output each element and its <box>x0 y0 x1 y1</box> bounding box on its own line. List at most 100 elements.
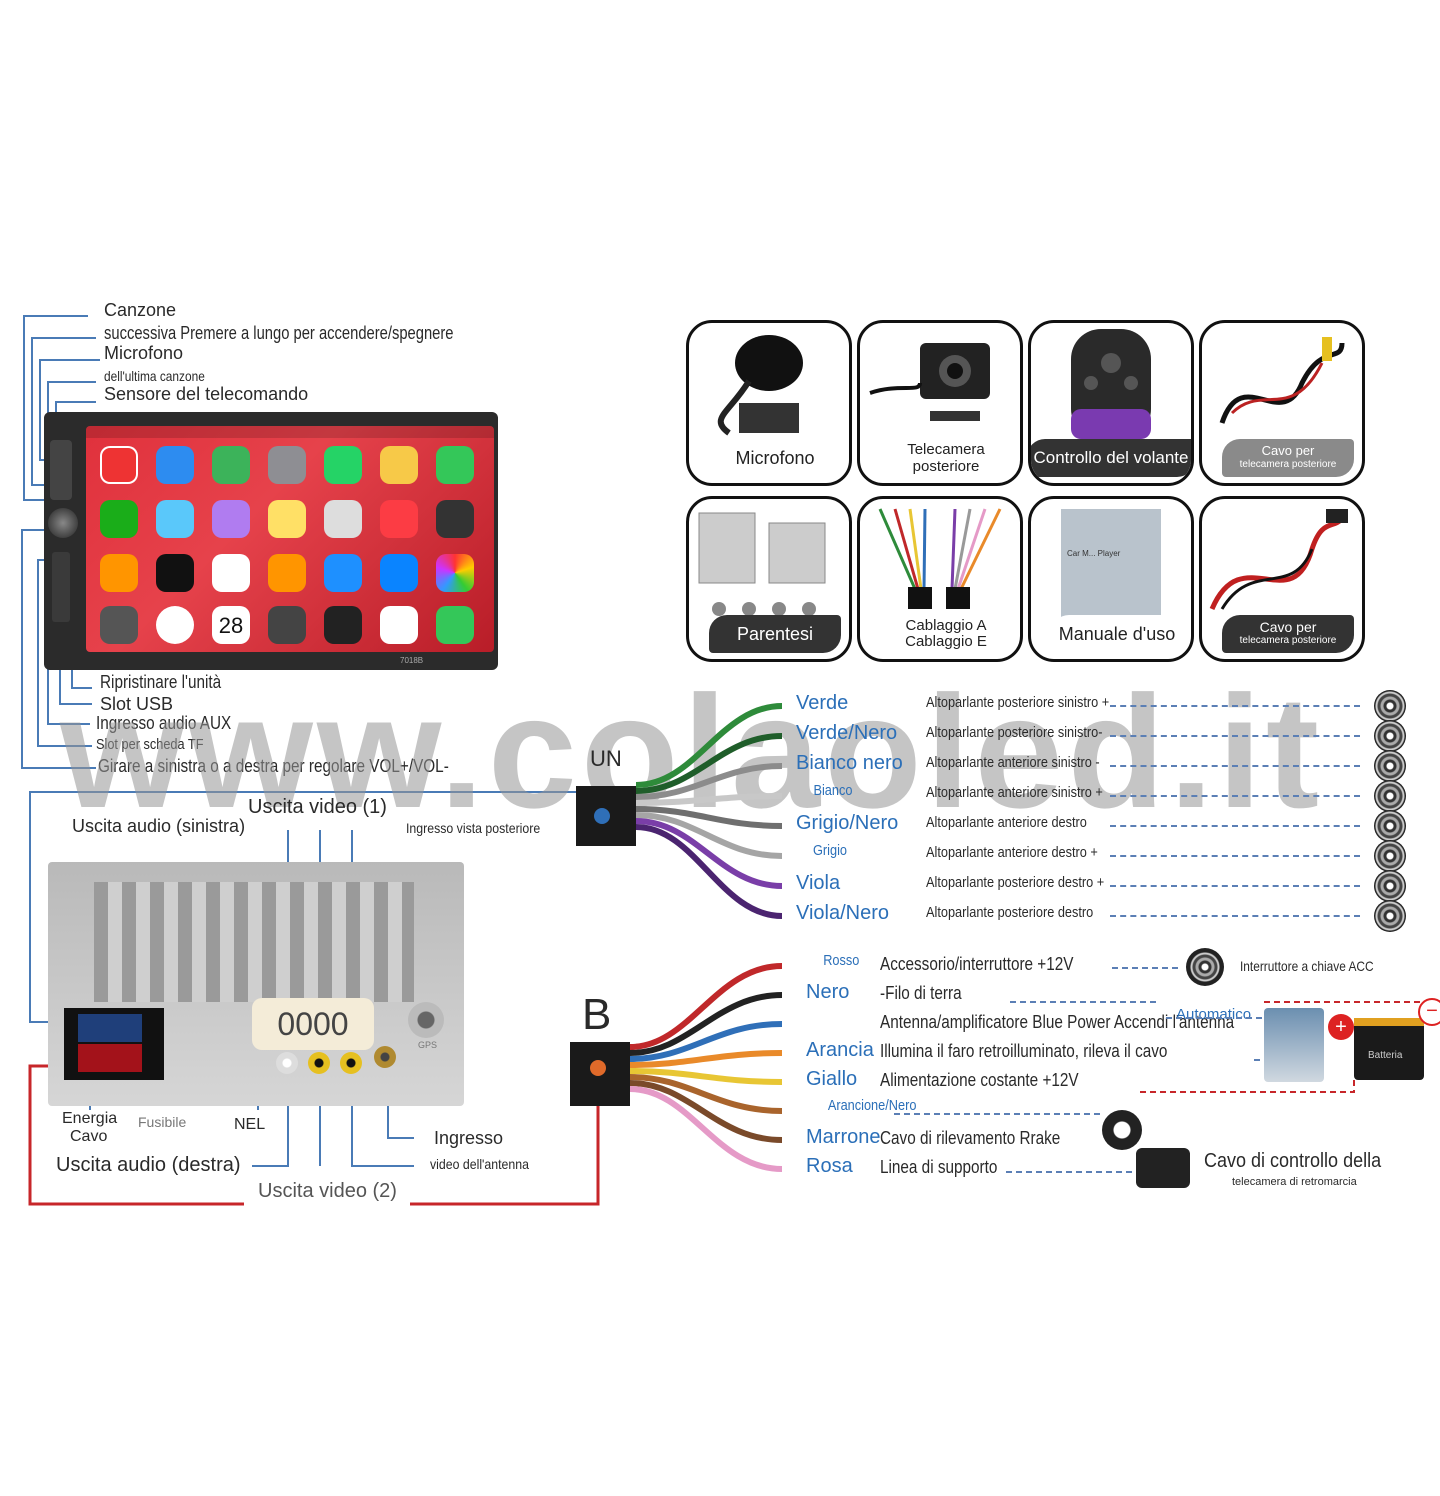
fusibile: Fusibile <box>138 1114 187 1130</box>
head-unit-front: 28 7018B <box>44 412 498 670</box>
connector-a-name: UN <box>590 746 622 771</box>
calendar-icon[interactable]: 28 <box>212 606 250 644</box>
health-icon[interactable] <box>212 554 250 592</box>
wire-color-label: Rosa <box>806 1155 853 1177</box>
side-buttons[interactable] <box>50 440 72 500</box>
antenna-port[interactable] <box>374 1046 396 1068</box>
safari-icon[interactable] <box>156 446 194 484</box>
power-connector[interactable] <box>64 1008 164 1080</box>
app-store-icon[interactable] <box>380 554 418 592</box>
wechat-icon[interactable] <box>100 500 138 538</box>
camera-icon[interactable] <box>100 606 138 644</box>
heat-sink <box>94 882 414 1002</box>
messages-icon[interactable] <box>436 446 474 484</box>
connector-b-socket <box>78 1044 142 1072</box>
speaker-icon <box>1374 840 1406 872</box>
manual-text: Car M... Player <box>1067 549 1121 558</box>
home-icon[interactable] <box>100 554 138 592</box>
caption-sub: Cablaggio E <box>905 633 987 650</box>
battery-label: Batteria <box>1368 1050 1403 1061</box>
volume-knob[interactable] <box>48 508 78 538</box>
wire-function-label: Altoparlante posteriore destro + <box>926 874 1105 891</box>
wire-0 <box>629 963 783 1050</box>
settings-icon[interactable] <box>268 446 306 484</box>
contacts-icon[interactable] <box>324 500 362 538</box>
card-parentesi: Parentesi <box>686 496 852 662</box>
rear-cam-small-icon <box>1136 1148 1190 1188</box>
card-manuale: Car M... Player Manuale d'uso <box>1028 496 1194 662</box>
notes-icon[interactable] <box>268 500 306 538</box>
label-reset: Ripristinare l'unità <box>100 672 222 692</box>
steering-control-icon <box>1071 329 1151 439</box>
nel: NEL <box>234 1116 266 1133</box>
rca-port-2[interactable] <box>308 1052 330 1074</box>
wire-function-label: Altoparlante anteriore sinistro - <box>926 754 1100 771</box>
music-icon[interactable] <box>380 500 418 538</box>
wallet-icon[interactable] <box>156 554 194 592</box>
headlight-icon <box>1264 1008 1324 1082</box>
netease-icon[interactable] <box>100 446 138 484</box>
speaker-dash <box>1110 855 1360 857</box>
wire-2 <box>629 1021 783 1062</box>
qq-icon[interactable] <box>380 606 418 644</box>
calculator-icon[interactable] <box>436 500 474 538</box>
plus-icon: + <box>1328 1014 1354 1040</box>
connector-a-socket <box>78 1014 142 1042</box>
microphone-icon <box>717 335 803 436</box>
uscita-video-2: Uscita video (2) <box>258 1180 397 1202</box>
screen[interactable]: 28 <box>86 426 494 652</box>
wire-3 <box>629 1050 783 1068</box>
find-my-icon[interactable] <box>212 446 250 484</box>
wire-5 <box>629 1074 783 1114</box>
wire-color-label: Verde/Nero <box>796 722 898 744</box>
label-prev-song: dell'ultima canzone <box>104 368 205 384</box>
wire-color-label: Nero <box>806 981 850 1003</box>
wire-color-label: Arancione/Nero <box>827 1097 917 1114</box>
maps-icon[interactable] <box>156 500 194 538</box>
label-next-song-2: successiva Premere a lungo per accendere… <box>104 323 454 343</box>
wire-color-label: Bianco nero <box>796 752 903 774</box>
wire-3 <box>635 793 783 806</box>
wire-function-label: Alimentazione costante +12V <box>880 1070 1079 1090</box>
wire-1 <box>635 733 783 794</box>
photos-icon[interactable] <box>436 554 474 592</box>
amazon-icon[interactable] <box>380 446 418 484</box>
books-icon[interactable] <box>268 554 306 592</box>
weather-icon[interactable] <box>324 554 362 592</box>
phone-icon[interactable] <box>436 606 474 644</box>
caption-sub: telecamera posteriore <box>1239 459 1337 470</box>
rca-port-1[interactable] <box>276 1052 298 1074</box>
rca-port-3[interactable] <box>340 1052 362 1074</box>
star-icon[interactable] <box>212 500 250 538</box>
ingresso-vista: Ingresso vista posteriore <box>406 820 541 836</box>
gps-port[interactable] <box>408 1002 444 1038</box>
card-caption: Telecamera posteriore <box>880 439 1012 477</box>
wire-function-label: Illumina il faro retroilluminato, rileva… <box>880 1041 1168 1061</box>
wire-function-label: Cavo di rilevamento Rrake <box>880 1128 1061 1148</box>
head-unit-rear: 0000 GPS <box>48 862 464 1106</box>
wire-1 <box>629 992 783 1056</box>
display-placeholder: 0000 <box>252 998 374 1050</box>
ingresso: Ingresso <box>434 1128 504 1148</box>
video-antenna: video dell'antenna <box>430 1156 529 1172</box>
connector-b-wires <box>570 963 783 1172</box>
rear-cam-ctrl-sub: telecamera di retromarcia <box>1232 1176 1357 1188</box>
grid-icon[interactable] <box>324 606 362 644</box>
clock-icon[interactable] <box>156 606 194 644</box>
wire-color-label: Viola/Nero <box>796 902 890 924</box>
wire-color-label: Rosso <box>823 952 860 969</box>
wire-function-label: Altoparlante posteriore destro <box>926 904 1094 921</box>
wire-function-label: Altoparlante posteriore sinistro- <box>926 724 1103 741</box>
vpn-icon[interactable] <box>268 606 306 644</box>
wire-function-label: Altoparlante posteriore sinistro + <box>926 694 1110 711</box>
connector-b-name: B <box>582 990 612 1039</box>
card-caption: Manuale d'uso <box>1051 615 1183 653</box>
caption-main: Cavo per <box>1259 619 1317 635</box>
speaker-dash <box>1110 735 1360 737</box>
rear-camera-icon <box>869 343 990 421</box>
whatsapp-icon[interactable] <box>324 446 362 484</box>
port-slots[interactable] <box>52 552 70 622</box>
